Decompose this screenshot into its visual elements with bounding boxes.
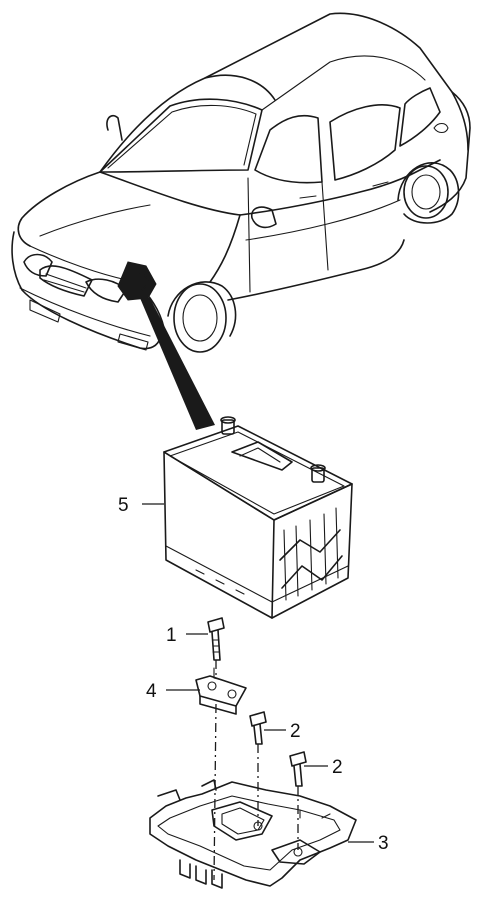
callout-1: 1 <box>166 625 177 646</box>
alignment-line-2 <box>213 703 217 881</box>
battery-illustration <box>163 416 353 619</box>
callout-5: 5 <box>118 495 129 516</box>
tray-illustration <box>149 779 357 889</box>
bolt-2a-illustration <box>249 711 267 745</box>
bolt-1-illustration <box>207 617 225 661</box>
callout-4: 4 <box>146 681 157 702</box>
callout-2a: 2 <box>290 721 301 742</box>
callout-2b: 2 <box>332 757 343 778</box>
bolt-2b-illustration <box>289 751 307 787</box>
bracket-illustration <box>195 667 247 715</box>
callout-3: 3 <box>378 833 389 854</box>
car-illustration <box>11 12 471 430</box>
